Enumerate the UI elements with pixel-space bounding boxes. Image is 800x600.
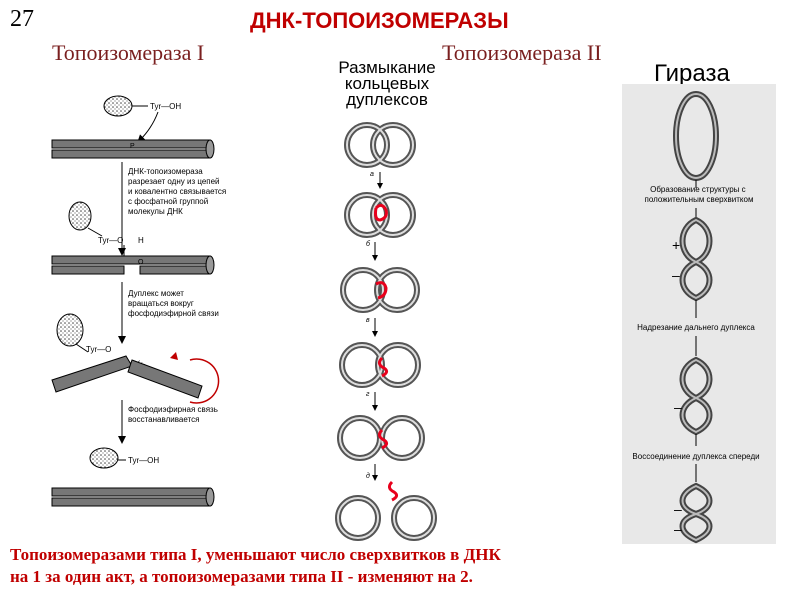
- separated-circles: [335, 480, 437, 541]
- figure-eight-supercoil: [679, 216, 713, 302]
- enzyme-blob: [68, 201, 92, 231]
- footer-note: Топоизомеразами типа I, уменьшают число …: [10, 544, 670, 588]
- gyrase-step2-text: Надрезание дальнего дуплекса: [637, 323, 755, 332]
- enzyme-blob: [103, 95, 133, 117]
- unlinking-heading-line: кольцевых: [344, 74, 430, 93]
- step-letter: д: [366, 472, 370, 480]
- unlinking-heading-line: Размыкание: [338, 58, 436, 77]
- topoisomerase-2-heading: Топоизомераза II: [442, 40, 602, 65]
- step3-text: Фосфодиэфирная связь восстанавливается: [128, 405, 220, 424]
- catenane-stage: [339, 342, 421, 388]
- minus-sign: –: [674, 501, 682, 517]
- unlinking-diagram: а б в г д: [335, 122, 437, 541]
- gyrase-diagram: Образование структуры с положительным св…: [622, 84, 776, 544]
- topoisomerase-1-diagram: Tyr—OH P ДНК-топоизомераза разрезает одн…: [51, 95, 228, 507]
- catenane-stage: [344, 122, 416, 168]
- figure-eight-nicked: [679, 356, 713, 436]
- step1-text: ДНК-топоизомераза разрезает одну из цепе…: [128, 167, 228, 216]
- minus-sign: –: [674, 399, 682, 415]
- unlinking-heading: Размыкание кольцевых дуплексов: [328, 58, 446, 109]
- o-label: O: [138, 259, 144, 266]
- slide-number: 27: [10, 6, 34, 32]
- figure-eight-negative: [679, 482, 713, 544]
- gyrase-step3-text: Воссоединение дуплекса спереди: [632, 452, 759, 461]
- attack-arrow: [137, 111, 159, 143]
- step-letter: а: [370, 171, 374, 178]
- restored-dna-duplex: [51, 487, 215, 507]
- catenane-stage: [344, 192, 416, 238]
- plus-sign: +: [672, 237, 680, 253]
- cut-marker: [377, 428, 389, 450]
- cut-marker: [377, 356, 389, 378]
- tyr-oh-label: Tyr—OH: [128, 456, 159, 465]
- tyrosine-bond: [75, 343, 89, 353]
- step-letter: г: [366, 391, 370, 398]
- rotation-arrowhead: [170, 352, 178, 360]
- phosphate-label: P: [130, 143, 135, 150]
- gyrase-panel-background: [622, 84, 776, 544]
- enzyme-blob: [56, 313, 84, 347]
- footer-line: на 1 за один акт, а топоизомеразами типа…: [10, 567, 473, 586]
- gyrase-step1-text: Образование структуры с положительным св…: [645, 185, 754, 204]
- step-letter: б: [366, 240, 371, 248]
- unlinking-heading-line: дуплексов: [346, 90, 428, 109]
- h-label: H: [138, 236, 144, 245]
- bent-dna-duplex: [51, 355, 203, 399]
- topoisomerase-1-heading: Топоизомераза I: [52, 40, 205, 65]
- footer-line: Топоизомеразами типа I, уменьшают число …: [10, 545, 501, 564]
- cut-marker: [375, 281, 388, 300]
- step2-text: Дуплекс может вращаться вокруг фосфодиэф…: [128, 289, 219, 318]
- tyr-oh-label: Tyr—OH: [150, 102, 181, 111]
- dna-duplex: [51, 139, 215, 159]
- tyr-o-label: Tyr—O: [98, 236, 123, 245]
- gyrase-heading: Гираза: [654, 60, 730, 87]
- cut-marker: [387, 480, 399, 502]
- catenane-stage: [337, 415, 425, 461]
- slide-title: ДНК-ТОПОИЗОМЕРАЗЫ: [250, 8, 509, 33]
- cut-marker: [374, 203, 388, 222]
- catenane-stage: [340, 267, 420, 313]
- tyrosine-bond: [87, 227, 103, 237]
- step-letter: в: [366, 317, 370, 324]
- enzyme-blob: [89, 447, 119, 469]
- tyr-o-label: Tyr—O: [86, 345, 111, 354]
- rotation-arrow: [189, 358, 220, 404]
- minus-sign: –: [672, 267, 680, 283]
- minus-sign: –: [674, 521, 682, 537]
- nicked-dna-duplex: [51, 255, 215, 275]
